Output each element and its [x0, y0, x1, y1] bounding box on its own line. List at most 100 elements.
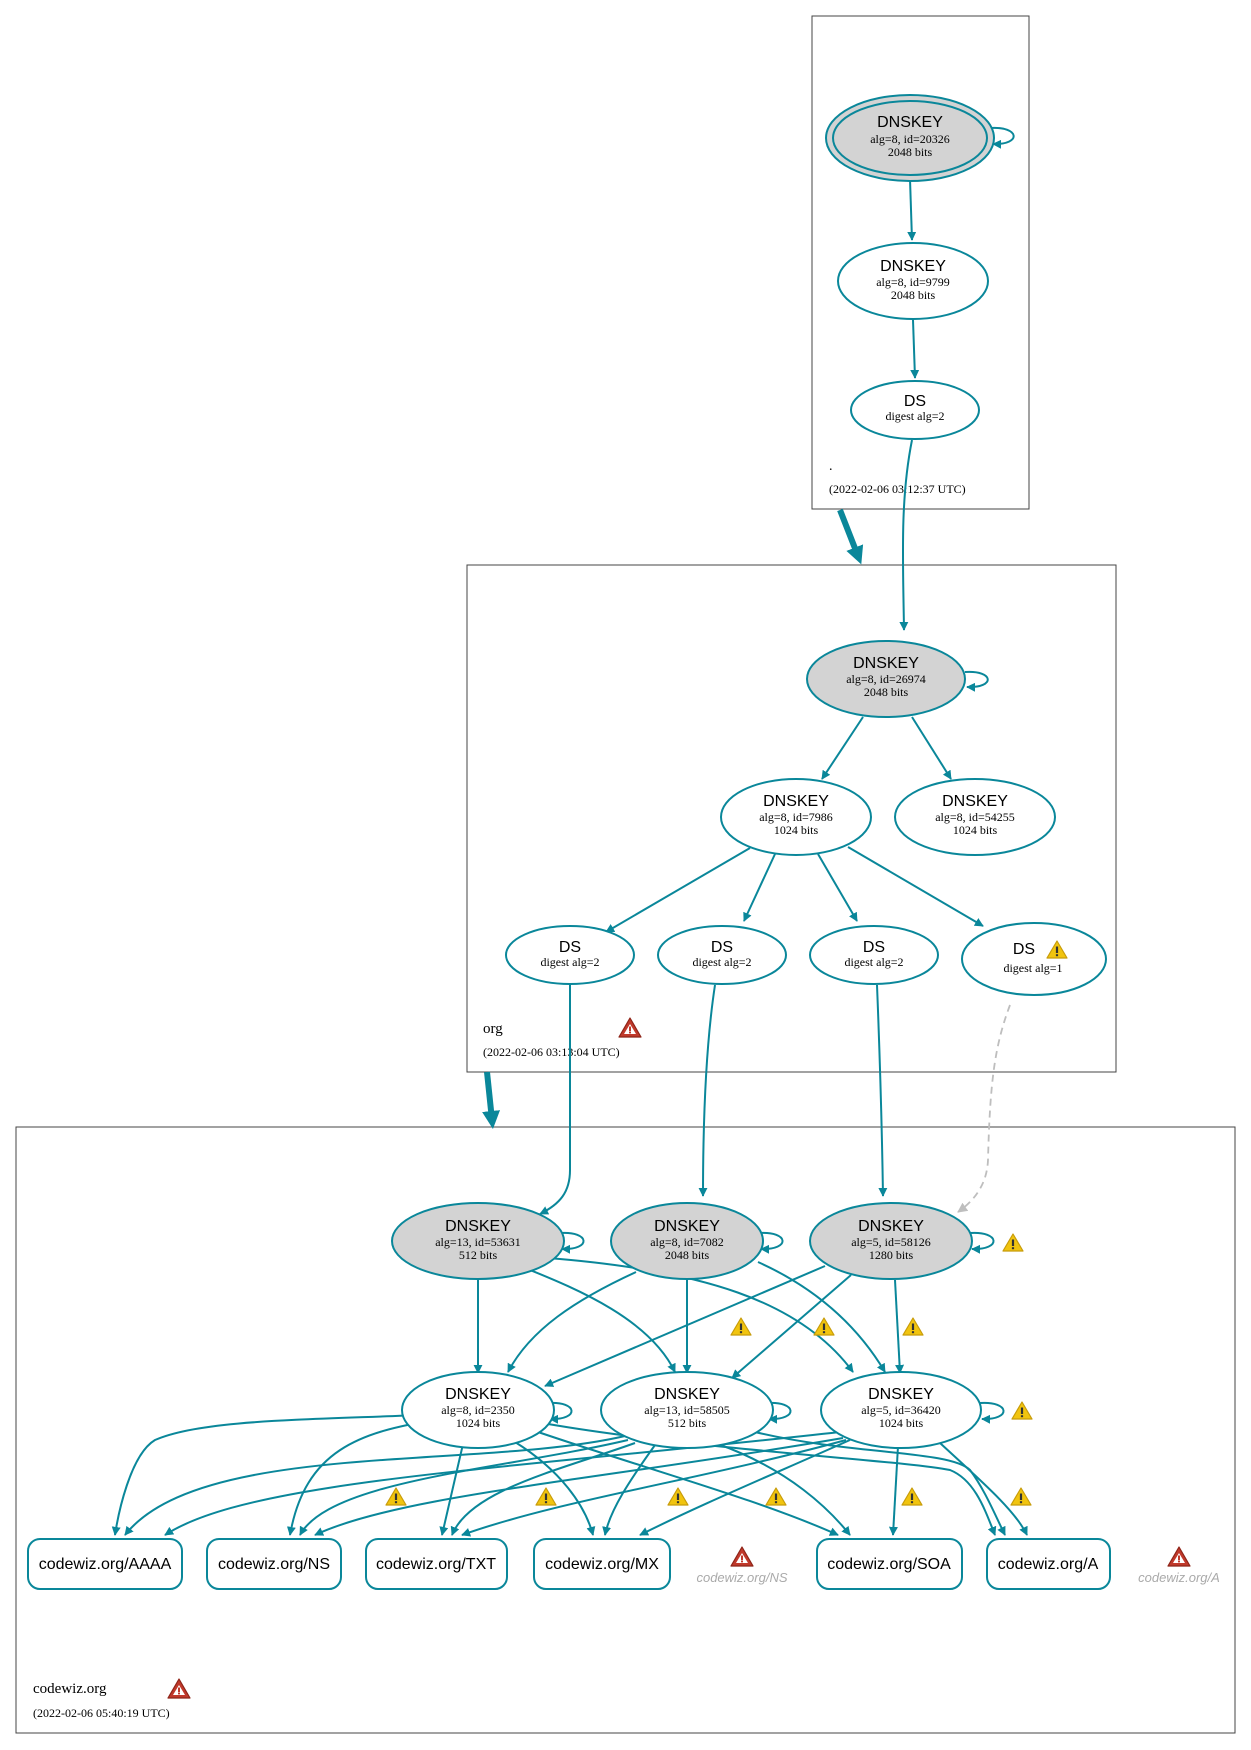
node-detail-label: alg=8, id=2350 — [441, 1403, 515, 1417]
zone-codewiz-error-icon — [167, 1678, 191, 1699]
edge-org-ksk-zsk2 — [911, 716, 952, 780]
rrset-txt[interactable]: codewiz.org/TXT — [365, 1538, 508, 1590]
node-type-label: DS — [863, 939, 885, 956]
delegation-root-org-arrow — [837, 508, 864, 565]
node-type-label: DNSKEY — [868, 1386, 934, 1403]
edge-warning-icon — [813, 1317, 835, 1336]
zone-codewiz-box — [15, 1126, 1236, 1734]
edge-zsk1-aaaa — [111, 1414, 421, 1536]
edge-warning-icon — [385, 1487, 407, 1506]
node-codewiz-ds-3[interactable]: DS digest alg=2 — [809, 925, 939, 985]
node-size-label: 1024 bits — [774, 823, 819, 837]
delegation-org-codewiz-arrow — [482, 1071, 501, 1129]
node-codewiz-ds-1[interactable]: DS digest alg=2 — [505, 925, 635, 985]
node-type-label: DNSKEY — [654, 1386, 720, 1403]
node-org-ksk[interactable]: DNSKEY alg=8, id=26974 2048 bits — [806, 640, 966, 718]
rrset-label: codewiz.org/NS — [218, 1556, 330, 1573]
node-org-zsk-7986[interactable]: DNSKEY alg=8, id=7986 1024 bits — [720, 778, 872, 856]
node-detail-label: alg=8, id=54255 — [935, 810, 1015, 824]
edge-warning-icon — [535, 1487, 557, 1506]
edge-ds2-cw-ksk2 — [698, 984, 716, 1197]
nonexistent-ns[interactable]: codewiz.org/NS — [696, 1546, 788, 1585]
self-loop-cw-ksk3 — [969, 1231, 995, 1254]
node-type-label: DNSKEY — [877, 114, 943, 131]
edge-ksk3-zsk1 — [544, 1265, 826, 1387]
rrset-label: codewiz.org/AAAA — [39, 1556, 172, 1573]
self-loop-root-ksk — [989, 126, 1015, 149]
rrset-a[interactable]: codewiz.org/A — [986, 1538, 1111, 1590]
nonexistent-label: codewiz.org/NS — [696, 1570, 787, 1585]
zone-codewiz-name: codewiz.org — [33, 1681, 107, 1697]
node-codewiz-zsk-36420[interactable]: DNSKEY alg=5, id=36420 1024 bits — [820, 1371, 982, 1449]
node-type-label: DS — [711, 939, 733, 956]
node-type-label: DNSKEY — [654, 1218, 720, 1235]
edge-warning-icon — [765, 1487, 787, 1506]
node-detail-label: alg=8, id=9799 — [876, 275, 950, 289]
zone-root-box — [811, 15, 1030, 510]
nonexistent-label: codewiz.org/A — [1138, 1570, 1220, 1585]
zone-root-name: . — [829, 459, 833, 474]
node-detail-label: alg=5, id=58126 — [851, 1235, 931, 1249]
node-codewiz-ds-4[interactable]: DS digest alg=1 — [961, 922, 1107, 996]
rrset-soa[interactable]: codewiz.org/SOA — [816, 1538, 963, 1590]
node-codewiz-ds-2[interactable]: DS digest alg=2 — [657, 925, 787, 985]
node-type-label: DNSKEY — [763, 793, 829, 810]
zone-org-timestamp: (2022-02-06 03:13:04 UTC) — [483, 1045, 620, 1059]
edge-zsk3-ns — [314, 1437, 844, 1536]
node-size-label: 1024 bits — [953, 823, 998, 837]
node-detail-label: alg=13, id=58505 — [644, 1403, 730, 1417]
node-codewiz-ksk-53631[interactable]: DNSKEY alg=13, id=53631 512 bits — [391, 1202, 565, 1280]
nonexistent-a[interactable]: codewiz.org/A — [1138, 1546, 1220, 1585]
rrset-ns[interactable]: codewiz.org/NS — [206, 1538, 342, 1590]
edge-ds4-cw-ksk3-dashed — [957, 1004, 1011, 1213]
node-size-label: 1024 bits — [456, 1416, 501, 1430]
node-type-label: DS — [1013, 941, 1035, 958]
rrset-label: codewiz.org/TXT — [376, 1556, 496, 1573]
rrset-label: codewiz.org/SOA — [827, 1556, 951, 1573]
edge-zsk1-mx — [514, 1441, 596, 1536]
edge-ksk3-zsk2 — [731, 1274, 852, 1379]
rrset-mx[interactable]: codewiz.org/MX — [533, 1538, 671, 1590]
node-size-label: 1024 bits — [879, 1416, 924, 1430]
edge-zsk2-a — [754, 1431, 1006, 1536]
rrset-label: codewiz.org/A — [998, 1556, 1099, 1573]
edge-org-zsk1-ds1 — [605, 847, 751, 933]
edge-zsk2-aaaa — [124, 1435, 626, 1536]
zone-org-box — [466, 564, 1117, 1073]
node-type-label: DS — [559, 939, 581, 956]
node-codewiz-ksk-58126[interactable]: DNSKEY alg=5, id=58126 1280 bits — [809, 1202, 973, 1280]
edge-zsk3-mx — [639, 1439, 851, 1536]
edges — [111, 126, 1028, 1537]
edge-zsk1-soa — [537, 1431, 839, 1536]
edge-org-zsk1-ds2 — [743, 853, 776, 922]
node-detail-label: alg=8, id=7986 — [759, 810, 833, 824]
node-detail-label: alg=5, id=36420 — [861, 1403, 941, 1417]
node-type-label: DNSKEY — [858, 1218, 924, 1235]
self-loop-org-ksk — [964, 670, 989, 692]
edge-root-ksk-zsk — [907, 178, 917, 241]
node-codewiz-ksk-7082[interactable]: DNSKEY alg=8, id=7082 2048 bits — [610, 1202, 764, 1280]
edge-warning-icon — [667, 1487, 689, 1506]
node-root-zsk[interactable]: DNSKEY alg=8, id=9799 2048 bits — [837, 242, 989, 320]
node-size-label: 512 bits — [668, 1416, 707, 1430]
node-size-label: 2048 bits — [888, 145, 933, 159]
zone-codewiz-timestamp: (2022-02-06 05:40:19 UTC) — [33, 1706, 170, 1720]
edge-zsk2-mx — [602, 1444, 656, 1536]
node-size-label: 2048 bits — [891, 288, 936, 302]
node-codewiz-zsk-58505[interactable]: DNSKEY alg=13, id=58505 512 bits — [600, 1371, 774, 1449]
self-loop-cw-zsk1 — [547, 1401, 573, 1424]
node-size-label: 2048 bits — [864, 685, 909, 699]
self-loop-cw-ksk1 — [559, 1231, 585, 1254]
rrset-aaaa[interactable]: codewiz.org/AAAA — [27, 1538, 183, 1590]
ksk-58126-warning-icon — [1002, 1233, 1024, 1252]
node-detail-label: digest alg=1 — [1003, 961, 1062, 975]
error-icon — [730, 1546, 754, 1567]
zone-org-name: org — [483, 1021, 503, 1037]
node-org-ds[interactable]: DS digest alg=2 — [850, 380, 980, 440]
zone-root-timestamp: (2022-02-06 03:12:37 UTC) — [829, 482, 966, 496]
node-codewiz-zsk-2350[interactable]: DNSKEY alg=8, id=2350 1024 bits — [401, 1371, 555, 1449]
edge-org-ksk-zsk1 — [821, 716, 864, 780]
node-org-zsk-54255[interactable]: DNSKEY alg=8, id=54255 1024 bits — [894, 778, 1056, 856]
node-root-ksk[interactable]: DNSKEY alg=8, id=20326 2048 bits — [825, 94, 995, 182]
node-detail-label: digest alg=2 — [540, 955, 599, 969]
